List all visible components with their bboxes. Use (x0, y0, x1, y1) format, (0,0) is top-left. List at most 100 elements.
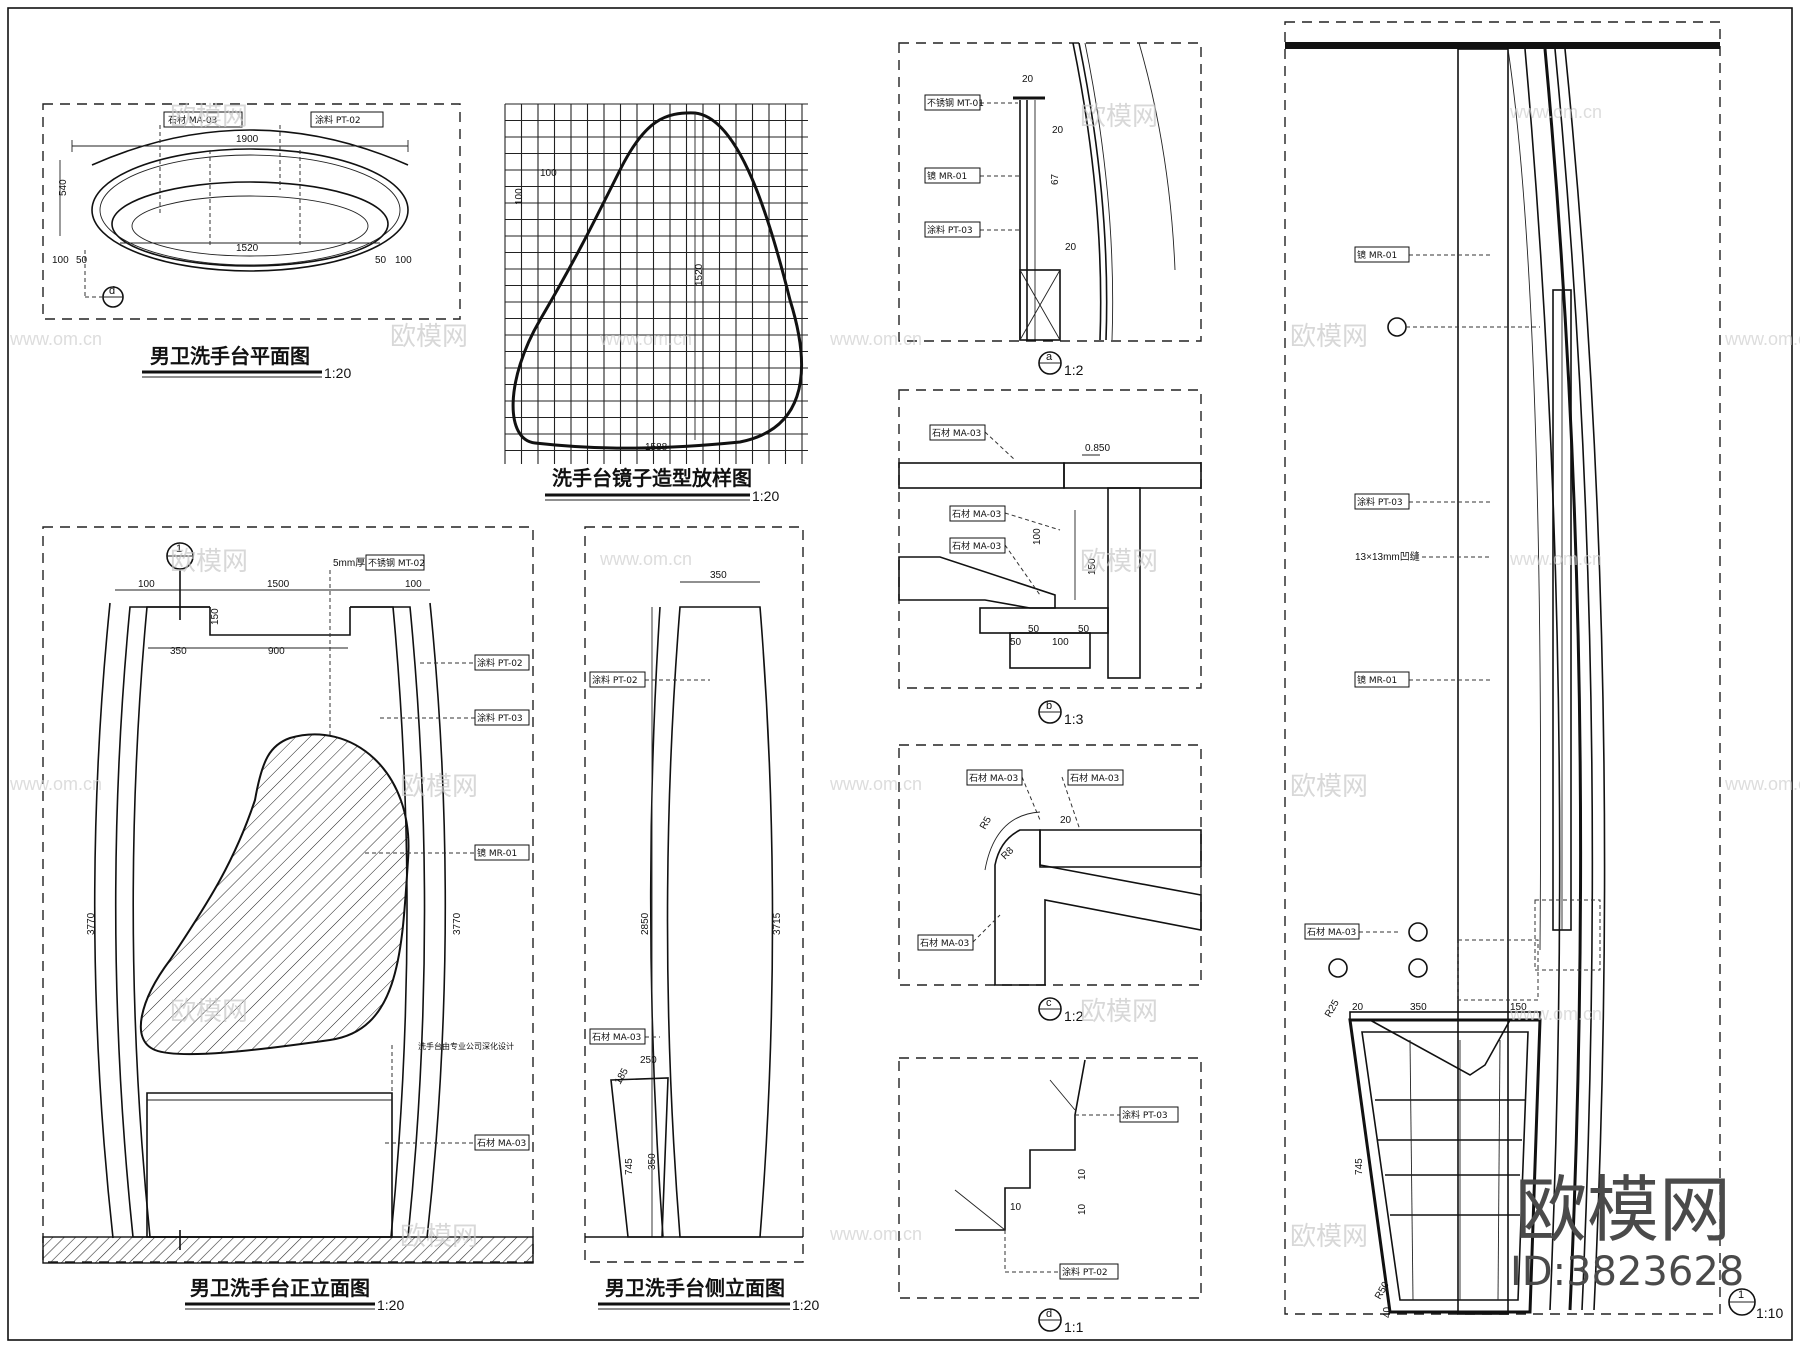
front-tag-ma03: 石材 MA-03 (474, 1134, 530, 1151)
mirror-scale: 1:20 (752, 488, 779, 504)
side-dim-3715: 3715 (772, 912, 783, 935)
svg-text:d: d (109, 285, 115, 297)
plan-dim-1520: 1520 (236, 243, 259, 254)
da-tag-mt01: 不锈钢 MT-01 (924, 94, 984, 111)
da-tag-mr01: 镜 MR-01 (924, 167, 981, 184)
svg-text:镜 MR-01: 镜 MR-01 (927, 170, 967, 182)
dd-callout: d (1038, 1308, 1062, 1332)
svg-text:欧模网: 欧模网 (170, 547, 248, 577)
plan-dim-100-left: 100 (52, 255, 69, 266)
side-dim-350-v: 350 (647, 1153, 658, 1170)
front-dim-350: 350 (170, 646, 187, 657)
svg-text:欧模网: 欧模网 (1080, 547, 1158, 577)
svg-text:欧模网: 欧模网 (170, 102, 248, 132)
da-scale: 1:2 (1064, 362, 1084, 378)
svg-text:涂料 PT-03: 涂料 PT-03 (1357, 496, 1403, 508)
dd-dim-10c: 10 (1010, 1202, 1022, 1213)
front-dim-3770-right: 3770 (452, 912, 463, 935)
dc-tag-1: 石材 MA-03 (966, 769, 1023, 786)
svg-text:镜 MR-01: 镜 MR-01 (477, 847, 517, 859)
da-callout: a (1038, 351, 1062, 375)
dc-dim-20: 20 (1060, 815, 1072, 826)
s1-tag-mr01-top: 镜 MR-01 (1354, 246, 1410, 263)
db-dim-0850: 0.850 (1085, 443, 1110, 454)
mirror-dim-1520: 1520 (694, 263, 705, 286)
db-dim-50c: 50 (1010, 637, 1022, 648)
plan-view: 1900 540 1520 100 50 50 100 石材 MA-03 涂料 … (42, 103, 461, 381)
db-dim-100b: 100 (1052, 637, 1069, 648)
svg-text:涂料 PT-02: 涂料 PT-02 (477, 657, 523, 669)
mirror-dim-100-v: 100 (514, 188, 525, 205)
plan-dim-50-left: 50 (76, 255, 88, 266)
svg-text:不锈钢 MT-01: 不锈钢 MT-01 (927, 97, 984, 109)
front-dim-100-left: 100 (138, 579, 155, 590)
side-tag-ma03: 石材 MA-03 (589, 1028, 646, 1045)
svg-text:d: d (1046, 1308, 1052, 1320)
svg-text:a: a (1046, 351, 1053, 363)
s1-dim-150: 150 (1510, 1002, 1527, 1013)
db-callout: b (1038, 700, 1062, 724)
front-dim-1500: 1500 (267, 579, 290, 590)
s1-scale: 1:10 (1756, 1305, 1783, 1321)
watermarks: 欧模网 欧模网 欧模网 欧模网 欧模网 欧模网 欧模网 欧模网 欧模网 欧模网 … (9, 102, 1800, 1252)
svg-text:www.om.cn: www.om.cn (9, 329, 102, 349)
svg-text:www.om.cn: www.om.cn (1724, 774, 1800, 794)
svg-text:欧模网: 欧模网 (1290, 322, 1368, 352)
svg-text:www.om.cn: www.om.cn (1509, 102, 1602, 122)
db-tag-1: 石材 MA-03 (929, 424, 986, 441)
dc-tag-2: 石材 MA-03 (1067, 769, 1124, 786)
svg-text:1: 1 (176, 543, 182, 555)
front-note-design: 洗手台由专业公司深化设计 (418, 1041, 514, 1051)
s1-dim-20: 20 (1352, 1002, 1364, 1013)
front-dim-150: 150 (210, 608, 221, 625)
s1-dim-350: 350 (1410, 1002, 1427, 1013)
da-dim-20b: 20 (1052, 125, 1064, 136)
front-tag-pt02: 涂料 PT-02 (474, 654, 530, 671)
svg-text:石材 MA-03: 石材 MA-03 (969, 772, 1018, 784)
s1-dim-745: 745 (1354, 1158, 1365, 1175)
side-dim-2850: 2850 (640, 912, 651, 935)
svg-text:涂料 PT-03: 涂料 PT-03 (477, 712, 523, 724)
side-dim-250: 250 (640, 1055, 657, 1066)
front-dim-3770-left: 3770 (86, 912, 97, 935)
plan-dim-50-right: 50 (375, 255, 387, 266)
db-scale: 1:3 (1064, 711, 1084, 727)
svg-text:涂料 PT-02: 涂料 PT-02 (592, 674, 638, 686)
front-tag-mr01: 镜 MR-01 (474, 844, 530, 861)
s1-note-groove: 13×13mm凹缝 (1355, 550, 1420, 563)
front-tag-pt03: 涂料 PT-03 (474, 709, 530, 726)
dc-callout: c (1038, 997, 1062, 1021)
dc-scale: 1:2 (1064, 1008, 1084, 1024)
svg-text:石材 MA-03: 石材 MA-03 (1070, 772, 1119, 784)
side-tag-pt02: 涂料 PT-02 (589, 671, 646, 688)
plan-tag-pt02: 涂料 PT-02 (310, 111, 384, 128)
svg-text:涂料 PT-03: 涂料 PT-03 (1122, 1109, 1168, 1121)
dd-tag-pt03: 涂料 PT-03 (1119, 1106, 1179, 1123)
brand-id: ID:3823628 (1510, 1249, 1744, 1295)
dd-dim-10b: 10 (1077, 1203, 1088, 1215)
svg-text:www.om.cn: www.om.cn (829, 774, 922, 794)
s1-callouts (1328, 317, 1540, 978)
db-dim-100: 100 (1032, 528, 1043, 545)
svg-text:涂料 PT-03: 涂料 PT-03 (927, 224, 973, 236)
svg-text:石材 MA-03: 石材 MA-03 (952, 508, 1001, 520)
da-dim-20c: 20 (1065, 242, 1077, 253)
front-dim-900: 900 (268, 646, 285, 657)
s1-callout: 1 (1728, 1288, 1756, 1316)
db-dim-150: 150 (1087, 558, 1098, 575)
db-dim-50a: 50 (1028, 624, 1040, 635)
s1-tag-mr01-mid: 镜 MR-01 (1354, 671, 1410, 688)
plan-title: 男卫洗手台平面图 (150, 344, 310, 368)
side-dim-745: 745 (624, 1158, 635, 1175)
db-dim-50b: 50 (1078, 624, 1090, 635)
svg-text:石材 MA-03: 石材 MA-03 (477, 1137, 526, 1149)
front-callout-1: 1 (166, 542, 194, 1250)
detail-d: 10 10 10 涂料 PT-03 涂料 PT-02 d 1:1 (898, 1057, 1202, 1335)
svg-text:www.om.cn: www.om.cn (829, 1224, 922, 1244)
plan-dim-1900: 1900 (236, 134, 259, 145)
svg-text:涂料 PT-02: 涂料 PT-02 (315, 114, 361, 126)
svg-text:涂料 PT-02: 涂料 PT-02 (1062, 1266, 1108, 1278)
s1-tag-ma03: 石材 MA-03 (1304, 923, 1360, 940)
svg-text:欧模网: 欧模网 (400, 772, 478, 802)
svg-text:镜 MR-01: 镜 MR-01 (1357, 249, 1397, 261)
